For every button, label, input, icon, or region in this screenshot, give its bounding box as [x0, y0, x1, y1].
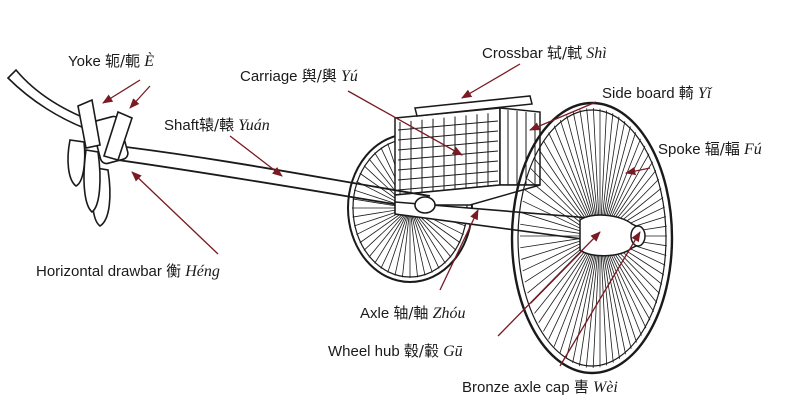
label-drawbar-py: Héng [185, 263, 220, 280]
label-axle-py: Zhóu [432, 305, 466, 322]
label-drawbar-zh: 衡 [166, 262, 182, 280]
label-wheel-hub: Wheel hub 毂/轂 Gū [328, 342, 463, 361]
label-yoke: Yoke 轭/軛 È [68, 52, 154, 71]
label-spoke-zh: 辐/輻 [704, 140, 740, 158]
label-axle: Axle 轴/軸 Zhóu [360, 304, 466, 323]
label-shaft: Shaft辕/轅 Yuán [164, 116, 270, 135]
label-axle-zh: 轴/軸 [393, 304, 429, 322]
label-spoke: Spoke 辐/輻 Fú [658, 140, 762, 159]
label-crossbar-en: Crossbar [482, 45, 543, 62]
label-drawbar-en: Horizontal drawbar [36, 263, 162, 280]
axle [394, 196, 591, 241]
label-side-board: Side board 輢 Yǐ [602, 84, 711, 103]
label-axle-cap-en: Bronze axle cap [462, 379, 570, 396]
label-axle-cap-py: Wèi [592, 379, 618, 396]
label-wheel-hub-zh: 毂/轂 [403, 342, 439, 360]
label-carriage-zh: 舆/輿 [301, 67, 337, 85]
shaft [117, 145, 431, 211]
label-shaft-en: Shaft [164, 117, 200, 134]
label-wheel-hub-py: Gū [443, 343, 463, 360]
label-axle-en: Axle [360, 305, 390, 322]
label-side-board-py: Yǐ [697, 85, 712, 102]
label-shaft-zh: 辕/轅 [199, 116, 235, 134]
label-yoke-zh: 轭/軛 [104, 52, 141, 70]
label-axle-cap-zh: 軎 [573, 378, 589, 396]
label-crossbar: Crossbar 轼/軾 Shì [482, 44, 607, 63]
label-wheel-hub-en: Wheel hub [328, 343, 400, 360]
label-shaft-py: Yuán [238, 117, 270, 134]
label-side-board-en: Side board [602, 85, 675, 102]
label-drawbar: Horizontal drawbar 衡 Héng [36, 262, 220, 281]
label-yoke-py: È [144, 53, 154, 70]
label-spoke-py: Fú [743, 141, 762, 158]
label-carriage-py: Yú [340, 68, 358, 85]
callout-arrows [102, 63, 651, 367]
label-carriage-en: Carriage [240, 68, 298, 85]
label-carriage: Carriage 舆/輿 Yú [240, 67, 358, 86]
yoke-and-drawbar [6, 68, 133, 227]
label-yoke-en: Yoke [68, 53, 101, 70]
label-crossbar-zh: 轼/軾 [547, 44, 583, 62]
label-axle-cap: Bronze axle cap 軎 Wèi [462, 378, 618, 397]
label-side-board-zh: 輢 [678, 84, 694, 102]
label-spoke-en: Spoke [658, 141, 701, 158]
label-crossbar-py: Shì [586, 45, 607, 62]
